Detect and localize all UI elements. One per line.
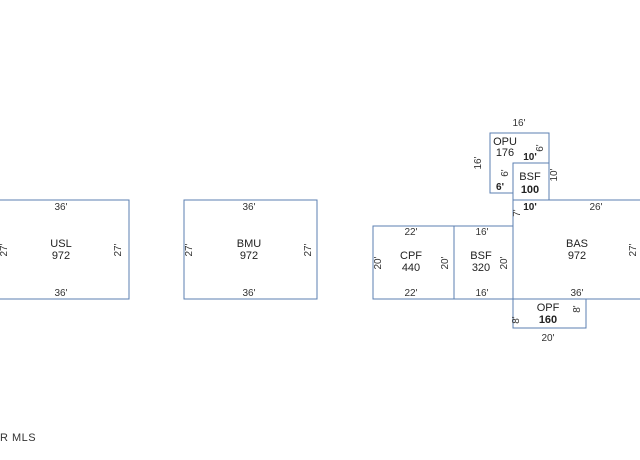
- room-usl-code: USL: [50, 238, 71, 250]
- room-opu-top-dim: 16': [512, 118, 525, 129]
- room-opf-left-dim: 8': [511, 316, 522, 324]
- room-bsf-320-right-dim: 20': [499, 256, 510, 269]
- room-bas-right-dim: 27': [628, 243, 639, 256]
- room-opu-inner-bottom-dim: 10': [523, 152, 537, 163]
- room-bsf-100-right-dim: 10': [549, 168, 560, 181]
- room-usl-top-dim: 36': [54, 202, 67, 213]
- room-usl-bottom-dim: 36': [54, 288, 67, 299]
- room-opf: OPF 160 20' 8' 8': [511, 298, 587, 344]
- room-cpf-code: CPF: [400, 250, 422, 262]
- room-bsf-100: BSF 100 6' 10': [500, 162, 560, 201]
- room-usl-right-dim: 27': [113, 243, 124, 256]
- room-bmu-top-dim: 36': [242, 202, 255, 213]
- room-usl: USL 972 36' 36' 27' 27': [0, 199, 130, 300]
- room-bsf-320-code: BSF: [470, 250, 492, 262]
- room-cpf-bottom-dim: 22': [404, 288, 417, 299]
- room-bmu-left-dim: 27': [184, 243, 195, 256]
- room-opf-code: OPF: [537, 302, 560, 314]
- room-opu: OPU 176 16' 16' 10' 6' 6': [473, 118, 550, 194]
- room-cpf-top-dim: 22': [404, 227, 417, 238]
- room-opf-right-dim: 8': [572, 305, 583, 313]
- room-opu-bottom-left-dim: 6': [496, 182, 504, 193]
- room-opf-bottom-dim: 20': [541, 333, 554, 344]
- room-opu-right-dim: 6': [535, 144, 546, 152]
- room-bsf-320-area: 320: [472, 262, 490, 274]
- room-cpf-right-dim: 20': [440, 256, 451, 269]
- room-bsf-320: BSF 320 16' 16' 20': [453, 225, 514, 300]
- room-bas: BAS 972 10' 26' 36' 7' 27': [512, 199, 640, 300]
- room-bmu-bottom-dim: 36': [242, 288, 255, 299]
- room-opu-code: OPU: [493, 136, 517, 148]
- room-bas-code: BAS: [566, 238, 588, 250]
- room-bas-top-left-dim: 10': [523, 202, 537, 213]
- room-cpf-left-dim: 20': [373, 256, 384, 269]
- room-usl-left-dim: 27': [0, 243, 10, 256]
- room-bas-area: 972: [568, 250, 586, 262]
- room-bmu-right-dim: 27': [303, 243, 314, 256]
- room-bsf-100-left-dim: 6': [500, 169, 511, 177]
- room-cpf-area: 440: [402, 262, 420, 274]
- room-bsf-100-code: BSF: [519, 171, 541, 183]
- room-opf-area: 160: [539, 314, 557, 326]
- room-bas-top-right-dim: 26': [589, 202, 602, 213]
- room-bsf-320-top-dim: 16': [475, 227, 488, 238]
- room-bsf-100-area: 100: [521, 184, 539, 196]
- mls-watermark: R MLS: [0, 432, 37, 444]
- room-bsf-320-bottom-dim: 16': [475, 288, 488, 299]
- room-cpf: CPF 440 22' 22' 20' 20': [372, 225, 455, 300]
- room-bmu-area: 972: [240, 250, 258, 262]
- room-opu-left-dim: 16': [473, 156, 484, 169]
- room-opu-area: 176: [496, 147, 514, 159]
- room-bmu: BMU 972 36' 36' 27' 27': [183, 199, 318, 300]
- room-bmu-code: BMU: [237, 238, 262, 250]
- room-bas-left-dim: 7': [512, 209, 523, 217]
- room-bas-bottom-dim: 36': [570, 288, 583, 299]
- room-usl-area: 972: [52, 250, 70, 262]
